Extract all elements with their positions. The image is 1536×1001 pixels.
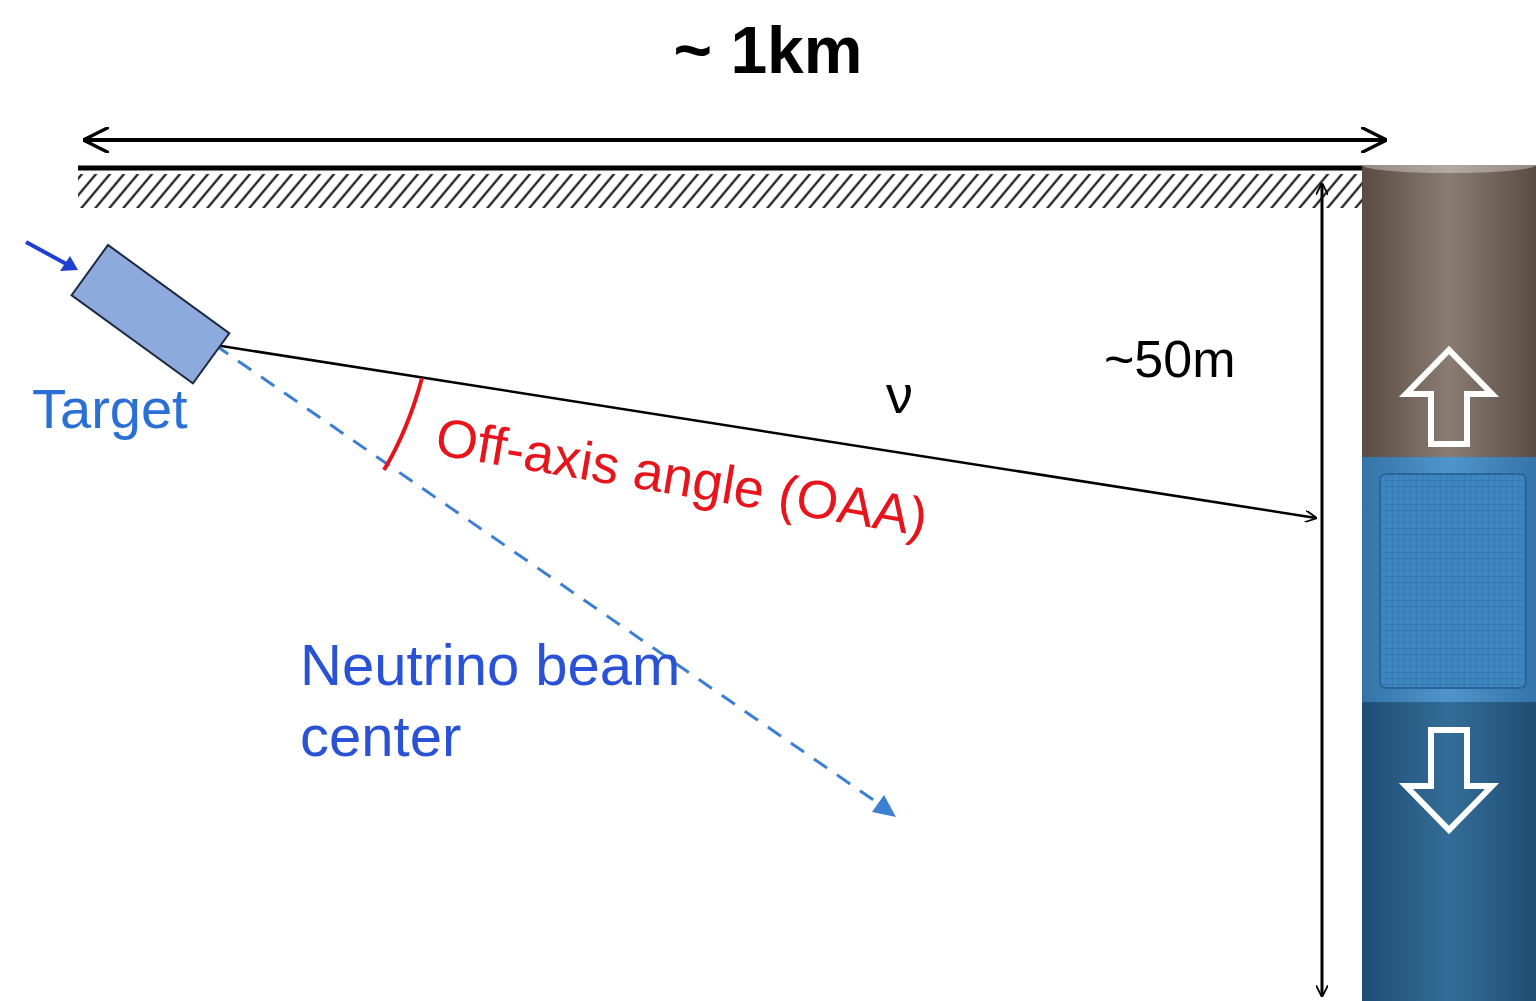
beam-label: Neutrino beam center	[300, 630, 720, 772]
node-label: Target	[32, 376, 188, 441]
distance-label: ~ 1km	[0, 10, 1536, 91]
angle-label: Off-axis angle (OAA)	[431, 404, 932, 551]
angle-arc	[384, 378, 422, 470]
ground-line	[78, 166, 1362, 171]
ground-hatch	[78, 170, 1362, 208]
beam-center-line	[215, 345, 882, 806]
dimension-arrow	[86, 138, 1384, 142]
neutrino-symbol: ν	[886, 362, 913, 428]
depth-arrow	[1321, 184, 1324, 996]
target-shape	[22, 236, 242, 386]
depth-label: ~50m	[1104, 328, 1236, 391]
detector-shaft	[1362, 157, 1536, 1001]
target-block: Target	[22, 236, 242, 442]
beam-center-head	[872, 795, 896, 817]
